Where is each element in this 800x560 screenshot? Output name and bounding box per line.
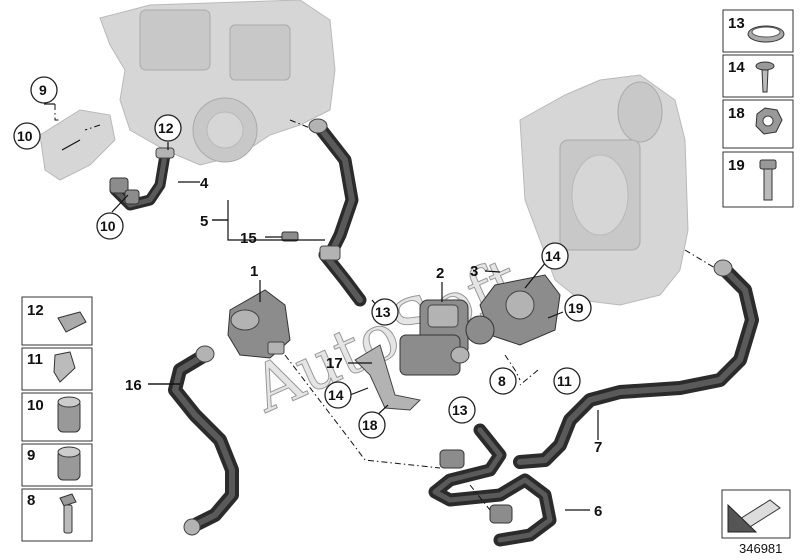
callout-11: 11 bbox=[557, 373, 572, 389]
water-pump-housing bbox=[465, 274, 561, 346]
callout-5: 5 bbox=[200, 213, 208, 230]
callout-2: 2 bbox=[436, 265, 444, 282]
callout-10b: 10 bbox=[100, 218, 116, 234]
coolant-valve bbox=[399, 299, 470, 376]
auxiliary-water-pump bbox=[227, 289, 291, 359]
callout-13b: 13 bbox=[452, 402, 468, 418]
callout-14a: 14 bbox=[545, 248, 561, 264]
connector-top-left bbox=[109, 177, 140, 205]
legend-left-10: 10 bbox=[27, 397, 44, 414]
callout-17: 17 bbox=[326, 355, 343, 372]
callouts: 1 2 3 4 5 6 7 15 16 17 bbox=[125, 175, 602, 520]
callout-7: 7 bbox=[594, 439, 602, 456]
callout-18: 18 bbox=[362, 417, 378, 433]
callout-9: 9 bbox=[39, 82, 47, 98]
legend-left-8: 8 bbox=[27, 492, 35, 509]
callout-6: 6 bbox=[594, 503, 602, 520]
callout-12: 12 bbox=[158, 120, 174, 136]
coolant-hose-16 bbox=[168, 345, 239, 536]
left-legend: 12 11 10 9 8 bbox=[21, 296, 93, 542]
gearbox-ghost bbox=[519, 74, 689, 306]
callout-13a: 13 bbox=[375, 304, 391, 320]
callout-19: 19 bbox=[568, 300, 584, 316]
callout-3: 3 bbox=[470, 263, 478, 280]
callout-16: 16 bbox=[125, 377, 142, 394]
right-legend: 13 14 18 19 bbox=[722, 9, 794, 208]
coolant-hose-6 bbox=[428, 423, 557, 547]
reference-lines bbox=[54, 104, 716, 511]
legend-left-12: 12 bbox=[27, 302, 44, 319]
callout-14b: 14 bbox=[328, 387, 344, 403]
coolant-hose-4 bbox=[109, 147, 175, 211]
legend-left-11: 11 bbox=[27, 351, 43, 368]
legend-right-14: 14 bbox=[728, 59, 745, 76]
callout-8: 8 bbox=[498, 373, 506, 389]
bracket bbox=[354, 344, 422, 411]
engine-block-ghost bbox=[39, 0, 336, 181]
circled-callouts: 9 10 10 12 13 13 14 14 18 19 8 11 bbox=[13, 76, 592, 439]
direction-indicator bbox=[721, 489, 791, 539]
legend-right-18: 18 bbox=[728, 105, 745, 122]
callout-15: 15 bbox=[240, 230, 257, 247]
leader-lines bbox=[44, 103, 599, 511]
coolant-hose-5 bbox=[308, 118, 367, 307]
reference-number: 346981 bbox=[739, 541, 782, 556]
callout-10a: 10 bbox=[17, 128, 33, 144]
legend-left-9: 9 bbox=[27, 447, 35, 464]
callout-4: 4 bbox=[200, 175, 209, 192]
callout-1: 1 bbox=[250, 263, 258, 280]
legend-right-13: 13 bbox=[728, 15, 745, 32]
coolant-hose-7 bbox=[513, 259, 759, 469]
legend-right-19: 19 bbox=[728, 157, 745, 174]
